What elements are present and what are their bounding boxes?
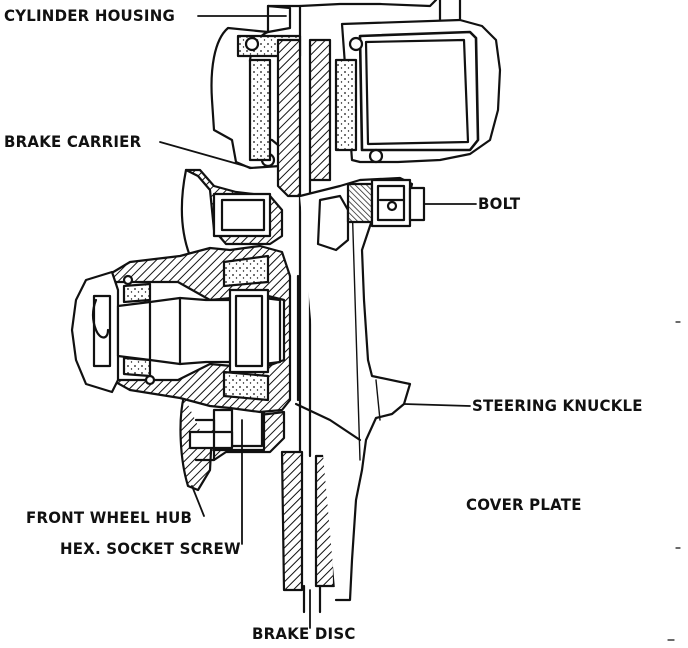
label-front-wheel-hub: FRONT WHEEL HUB	[26, 508, 193, 528]
leader-brake-carrier	[159, 141, 253, 169]
steering-knuckle-shape	[294, 176, 414, 602]
label-bolt: BOLT	[478, 194, 521, 214]
front-wheel-hub-shape	[70, 244, 292, 414]
label-steering-knuckle: STEERING KNUCKLE	[472, 396, 643, 416]
hex-socket-screw-shape	[188, 418, 234, 462]
bolt-shape	[346, 178, 426, 228]
leader-lines	[159, 15, 477, 629]
scan-marks	[667, 321, 681, 641]
label-cover-plate: COVER PLATE	[466, 495, 582, 515]
cylinder-housing-shape	[210, 0, 502, 170]
label-brake-disc: BRAKE DISC	[252, 624, 356, 644]
leader-steering-knuckle	[403, 403, 471, 407]
leader-front-wheel-hub	[191, 485, 205, 517]
label-hex-socket-screw: HEX. SOCKET SCREW	[60, 539, 241, 559]
brake-disc-shape	[276, 38, 336, 614]
label-cylinder-housing: CYLINDER HOUSING	[4, 6, 175, 26]
label-brake-carrier: BRAKE CARRIER	[4, 132, 142, 152]
